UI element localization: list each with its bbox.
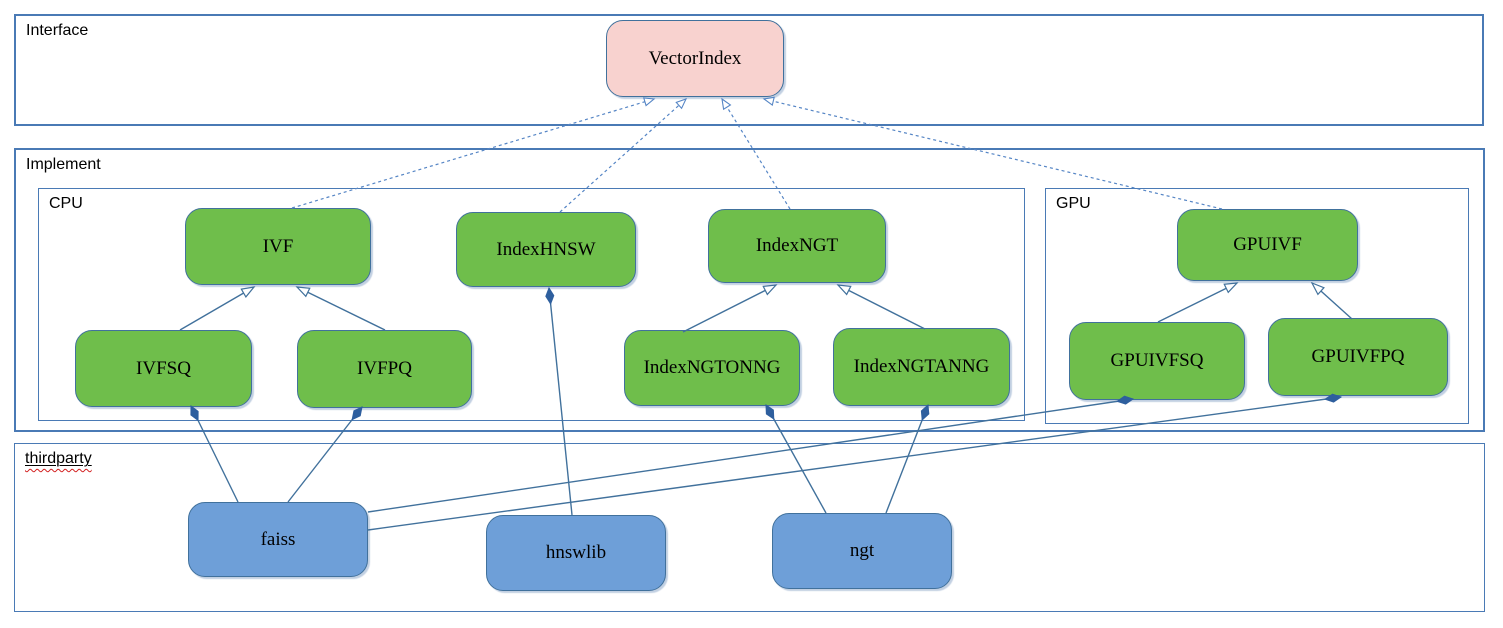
container-thirdparty-label-text: thirdparty xyxy=(25,450,92,467)
node-ngt[interactable]: ngt xyxy=(772,513,952,589)
node-gpuivfsq[interactable]: GPUIVFSQ xyxy=(1069,322,1245,400)
node-vectorindex-label: VectorIndex xyxy=(648,47,742,69)
node-indexngt[interactable]: IndexNGT xyxy=(708,209,886,283)
node-indexhnsw[interactable]: IndexHNSW xyxy=(456,212,636,287)
node-gpuivf-label: GPUIVF xyxy=(1233,234,1302,255)
node-faiss[interactable]: faiss xyxy=(188,502,368,577)
container-thirdparty-label: thirdparty xyxy=(25,450,92,468)
node-gpuivfsq-label: GPUIVFSQ xyxy=(1110,350,1204,371)
node-vectorindex[interactable]: VectorIndex xyxy=(606,20,784,97)
node-indexngtonng[interactable]: IndexNGTONNG xyxy=(624,330,800,406)
node-indexngtonng-label: IndexNGTONNG xyxy=(643,357,781,378)
node-ivf[interactable]: IVF xyxy=(185,208,371,285)
node-ivf-label: IVF xyxy=(262,235,294,257)
node-hnswlib-label: hnswlib xyxy=(545,542,607,563)
node-ivfsq-label: IVFSQ xyxy=(136,357,191,379)
node-gpuivfpq[interactable]: GPUIVFPQ xyxy=(1268,318,1448,396)
node-indexhnsw-label: IndexHNSW xyxy=(496,238,596,260)
node-gpuivfpq-label: GPUIVFPQ xyxy=(1311,346,1405,367)
node-indexngt-label: IndexNGT xyxy=(755,235,839,256)
node-ivfpq-label: IVFPQ xyxy=(357,358,412,379)
container-gpu-label: GPU xyxy=(1056,195,1091,212)
node-faiss-label: faiss xyxy=(260,528,296,550)
container-cpu-label: CPU xyxy=(49,195,83,212)
node-gpuivf[interactable]: GPUIVF xyxy=(1177,209,1358,281)
node-ngt-label: ngt xyxy=(849,540,875,561)
node-ivfpq[interactable]: IVFPQ xyxy=(297,330,472,408)
node-ivfsq[interactable]: IVFSQ xyxy=(75,330,252,407)
container-interface-label: Interface xyxy=(26,22,89,39)
container-implement-label: Implement xyxy=(26,156,101,173)
node-indexngtanng-label: IndexNGTANNG xyxy=(853,356,990,377)
node-indexngtanng[interactable]: IndexNGTANNG xyxy=(833,328,1010,406)
node-hnswlib[interactable]: hnswlib xyxy=(486,515,666,591)
